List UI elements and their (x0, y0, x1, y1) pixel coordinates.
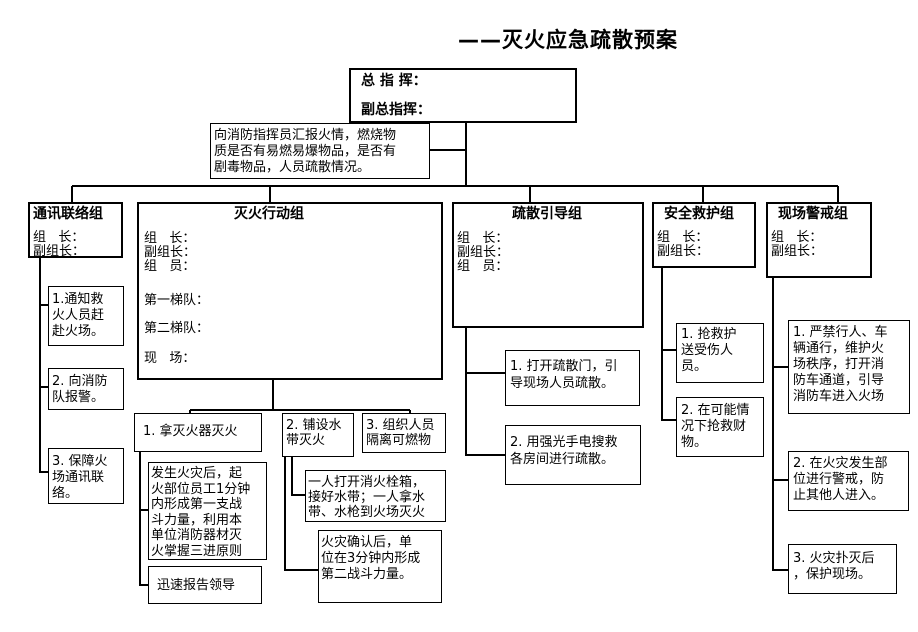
fire-spine-1 (139, 452, 148, 586)
guard-spine (772, 278, 788, 571)
report-box: 向消防指挥员汇报火情，燃烧物 质是否有易燃易爆物品，是否有 剧毒物品，人员疏散情… (210, 123, 430, 179)
fire-detail-2: 迅速报告领导 (148, 566, 262, 604)
fire-task-3-text: 3. 组织人员 隔离可燃物 (366, 418, 435, 448)
command-box: 总 指 挥： 副总指挥： (349, 68, 577, 123)
rescue-group-roles: 组 长： 副组长： (657, 230, 710, 259)
guard-task-3-text: 3. 火灾扑灭后 ，保护现场。 (793, 551, 875, 582)
deputy-label: 副总指挥： (361, 102, 431, 118)
evac-group-title: 疏散引导组 (512, 206, 582, 222)
fire-task-2: 2. 铺设水 带灭火 (282, 413, 354, 457)
comm-group-title: 通讯联络组 (33, 206, 103, 222)
guard-task-3: 3. 火灾扑灭后 ，保护现场。 (788, 544, 897, 594)
fire-task-3: 3. 组织人员 隔离可燃物 (362, 413, 446, 453)
fire-spine-2a (291, 457, 305, 496)
guard-group-box: 现场警戒组 组 长： 副组长： (766, 202, 872, 278)
guard-group-roles: 组 长： 副组长： (771, 230, 824, 259)
fire-group-roles: 组 长： 副组长： 组 员： (144, 231, 197, 274)
fire-group-title: 灭火行动组 (234, 206, 304, 222)
evac-task-1: 1. 打开疏散门，引 导现场人员疏散。 (505, 350, 640, 406)
guard-group-title: 现场警戒组 (778, 206, 848, 222)
rescue-task-1-text: 1. 抢救护 送受伤人 员。 (681, 327, 737, 374)
fire-group-box: 灭火行动组 组 长： 副组长： 组 员： 第一梯队： 第二梯队： 现 场： (137, 202, 443, 380)
rescue-group-title: 安全救护组 (664, 206, 734, 222)
rescue-task-1: 1. 抢救护 送受伤人 员。 (676, 323, 764, 383)
fire-task-2-text: 2. 铺设水 带灭火 (286, 418, 342, 448)
comm-task-3: 3. 保障火 场通讯联 络。 (48, 448, 124, 504)
rescue-task-2: 2. 在可能情 况下抢救财 物。 (676, 397, 764, 457)
guard-task-1-text: 1. 严禁行人、车 辆通行，维护火 场秩序，打开消 防车通道，引导 消防车进入火… (793, 325, 888, 404)
rescue-task-2-text: 2. 在可能情 况下抢救财 物。 (681, 403, 750, 450)
evac-task-2-text: 2. 用强光手电搜救 各房间进行疏散。 (510, 435, 618, 467)
comm-group-box: 通讯联络组 组 长： 副组长： (28, 202, 123, 259)
fire-site-label: 现 场： (144, 351, 196, 366)
rescue-spine (661, 268, 676, 421)
guard-task-2-text: 2. 在火灾发生部 位进行警戒，防 止其他人进入。 (793, 456, 888, 503)
fire-task-1-text: 1. 拿灭火器灭火 (143, 424, 238, 439)
evac-group-roles: 组 长： 副组长： 组 员： (457, 231, 510, 274)
fire-detail-1-text: 发生火灾后，起 火部位员工1分钟 内形成第一支战 斗力量，利用本 单位消防器材灭… (151, 466, 251, 559)
comm-task-3-text: 3. 保障火 场通讯联 络。 (52, 454, 108, 501)
fire-detail-2-text: 迅速报告领导 (157, 578, 236, 593)
fire-detail-1: 发生火灾后，起 火部位员工1分钟 内形成第一支战 斗力量，利用本 单位消防器材灭… (148, 462, 267, 560)
evac-task-2: 2. 用强光手电搜救 各房间进行疏散。 (505, 425, 641, 485)
fire-team1-label: 第一梯队： (144, 293, 210, 308)
comm-task-2: 2. 向消防 队报警。 (48, 368, 124, 410)
evac-task-1-text: 1. 打开疏散门，引 导现场人员疏散。 (510, 359, 618, 391)
guard-task-2: 2. 在火灾发生部 位进行警戒，防 止其他人进入。 (788, 451, 909, 511)
fire-task-1: 1. 拿灭火器灭火 (134, 413, 262, 452)
fire-detail-4: 火灾确认后，单 位在3分钟内形成 第二战斗力量。 (318, 530, 442, 603)
fire-detail-3-text: 一人打开消火栓箱， 接好水带；一人拿水 带、水枪到火场灭火 (308, 475, 426, 520)
rescue-group-box: 安全救护组 组 长： 副组长： (652, 202, 756, 268)
comm-task-1-text: 1.通知救 火人员赶 赴火场。 (52, 292, 105, 339)
page-title: ——灭火应急疏散预案 (458, 28, 678, 52)
fire-detail-3: 一人打开消火栓箱， 接好水带；一人拿水 带、水枪到火场灭火 (305, 470, 446, 522)
fire-spine-2b (284, 457, 318, 571)
report-text: 向消防指挥员汇报火情，燃烧物 质是否有易燃易爆物品，是否有 剧毒物品，人员疏散情… (214, 128, 397, 175)
fire-team2-label: 第二梯队： (144, 321, 210, 336)
guard-task-1: 1. 严禁行人、车 辆通行，维护火 场秩序，打开消 防车通道，引导 消防车进入火… (788, 320, 910, 414)
chief-label: 总 指 挥： (361, 73, 427, 89)
comm-group-roles: 组 长： 副组长： (33, 230, 86, 259)
comm-task-2-text: 2. 向消防 队报警。 (52, 374, 108, 405)
evac-group-box: 疏散引导组 组 长： 副组长： 组 员： (452, 202, 644, 328)
comm-spine (39, 258, 48, 473)
fire-detail-4-text: 火灾确认后，单 位在3分钟内形成 第二战斗力量。 (321, 535, 421, 582)
comm-task-1: 1.通知救 火人员赶 赴火场。 (48, 286, 124, 346)
evac-spine (465, 328, 505, 456)
